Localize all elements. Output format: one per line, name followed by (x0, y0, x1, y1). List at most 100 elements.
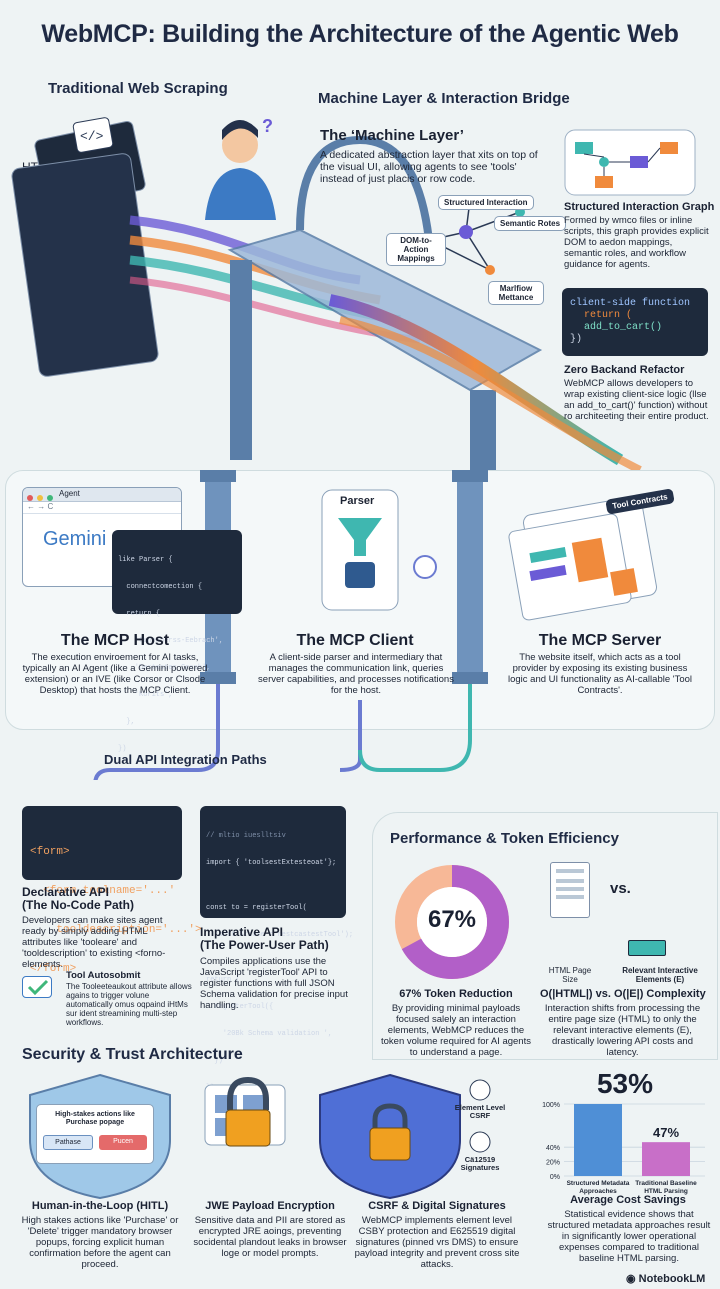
bridge-heading: Machine Layer & Interaction Bridge (318, 90, 570, 107)
cost-bar-chart: 100%40%20%0%47%Structured MetadataApproa… (542, 1102, 705, 1195)
code-line: connectcomection { (118, 583, 203, 591)
performance-panel (372, 812, 718, 1060)
server-text: The website itself, which acts as a tool… (508, 652, 692, 696)
client-title: The MCP Client (296, 632, 414, 649)
code-line: }) (118, 745, 127, 753)
security-illustration (29, 1073, 491, 1200)
declarative-text: Developers can make sites agent ready by… (22, 915, 166, 970)
y-tick-label: 0% (550, 1174, 560, 1181)
gemini-brand: Gemini (43, 528, 107, 550)
declarative-title: Declarative API (The No-Code Path) (22, 886, 134, 912)
complexity-title: O(|HTML|) vs. O(|E|) Complexity (540, 988, 706, 1000)
savings-text: Statistical evidence shows that structur… (547, 1209, 711, 1264)
code-line: <form toolname='...' (30, 885, 176, 897)
code-line: 'Korits', (118, 691, 173, 699)
x-category-label: HTML Parsing (644, 1188, 688, 1195)
host-code-block: like Parser { connectcomection { return … (112, 530, 242, 753)
popup-confirm-button[interactable]: Pathase (43, 1135, 93, 1150)
donut-label: 67% (427, 906, 477, 933)
declarative-code-block: <form> <form toolname='...' tooldescript… (22, 806, 202, 975)
html-size-label: HTML Page Size (548, 966, 592, 984)
y-tick-label: 100% (542, 1102, 560, 1109)
svg-text:?: ? (262, 116, 273, 136)
hitl-title: Human-in-the-Loop (HITL) (31, 1200, 169, 1212)
html-document-icon (550, 862, 590, 918)
token-donut-chart (395, 865, 509, 979)
elements-label: Relevant Interactive Elements (E) (622, 966, 698, 984)
code-line: // mltio iueslltsiv (206, 832, 286, 840)
graph-node-dom-action: DOM-to-Action Mappings (386, 233, 446, 266)
page-title: WebMCP: Building the Architecture of the… (41, 20, 679, 48)
hitl-popup-text: High-stakes actions like Purchase popage (55, 1111, 135, 1126)
code-line: 'Genenmerss-Eebrach', (118, 637, 224, 645)
donut-arc (395, 865, 509, 979)
token-title: 67% Token Reduction (399, 988, 513, 1000)
performance-heading: Performance & Token Efficiency (390, 830, 619, 847)
savings-title: Average Cost Savings (570, 1194, 686, 1206)
jwe-title: JWE Payload Encryption (205, 1200, 335, 1212)
code-line: <form> (30, 846, 70, 858)
jwe-text: Sensitive data and PII are stored as enc… (193, 1215, 347, 1259)
graph-node-structured: Structured Interaction (438, 195, 534, 210)
refactor-text: WebMCP allows developers to wrap existin… (564, 378, 709, 422)
declarative-title-line: Declarative API (22, 885, 109, 899)
y-tick-label: 20% (546, 1160, 560, 1167)
graph-node-semantic: Semantic Rotes (494, 216, 567, 231)
notebooklm-brand: ◉ NotebookLM (626, 1272, 705, 1285)
bar (642, 1142, 690, 1176)
y-tick-label: 40% (546, 1145, 560, 1152)
code-line: '20Bk Schema validation ', (206, 1030, 333, 1038)
code-line: tooldescription='...'> (30, 924, 202, 936)
popup-cancel-button[interactable]: Pucen (99, 1135, 147, 1150)
interaction-graph-text: Formed by wmco files or inline scripts, … (564, 215, 709, 270)
imperative-title: Imperative API (The Power-User Path) (200, 926, 329, 952)
code-line: like Parser { (118, 556, 173, 564)
host-text: The execution enviroement for AI tasks, … (22, 652, 208, 696)
security-heading: Security & Trust Architecture (22, 1046, 243, 1063)
declarative-title-line: (The No-Code Path) (22, 898, 134, 912)
imperative-title-line: Imperative API (200, 925, 283, 939)
bar (574, 1104, 622, 1176)
complexity-text: Interaction shifts from processing the e… (544, 1003, 701, 1058)
dual-heading: Dual API Integration Paths (104, 752, 267, 767)
refactor-code-block: client-side function return ( add_to_car… (562, 288, 708, 356)
refactor-title: Zero Backand Refactor (564, 364, 685, 376)
csrf-title: CSRF & Digital Signatures (368, 1200, 506, 1212)
csrf-label-bottom: Cä12519 Signatures (460, 1155, 500, 1172)
code-line: }, (118, 718, 135, 726)
browser-tab[interactable]: Agent (59, 489, 80, 498)
x-category-label: Approaches (579, 1188, 617, 1195)
autosubmit-text: The Tooleeteaukout attribute allows agai… (66, 982, 192, 1027)
graph-node-workflow: Marlfiow Mettance (488, 281, 544, 305)
autosubmit-title: Tool Autosobmit (66, 970, 141, 981)
hitl-text: High stakes actions like 'Purchase' or '… (21, 1215, 179, 1270)
cost-big-label: 53% (596, 1068, 654, 1099)
scraping-heading: Traditional Web Scraping (48, 80, 228, 97)
host-title: The MCP Host (60, 632, 170, 649)
bar-value-label: 47% (653, 1125, 679, 1140)
code-line: add_to_cart() (584, 322, 663, 333)
interaction-graph-title: Structured Interaction Graph (564, 201, 715, 213)
code-line: return ( (584, 310, 633, 321)
code-line: import { 'toolsestExtesteoat'}; (206, 859, 337, 867)
code-line: }) (206, 1057, 223, 1065)
client-text: A client-side parser and intermediary th… (258, 652, 454, 696)
machine-layer-text: A dedicated abstraction layer that xits … (320, 149, 538, 185)
code-line: 'Destester Graph', (118, 664, 211, 672)
vs-label: vs. (610, 880, 631, 897)
elements-icon (628, 940, 666, 956)
code-line: client-side function (570, 298, 691, 309)
token-text: By providing minimal payloads focused sa… (381, 1003, 531, 1058)
csrf-label-top: Element Level CSRF (454, 1103, 506, 1120)
svg-text:</>: </> (80, 129, 104, 144)
hitl-popup: High-stakes actions like Purchase popage… (36, 1104, 154, 1164)
csrf-text: WebMCP implements element level CSBY pro… (354, 1215, 520, 1270)
notebooklm-icon: ◉ (626, 1273, 639, 1285)
machine-layer-title: The ‘Machine Layer’ (320, 127, 464, 144)
code-line: return { (118, 610, 161, 618)
bridge-illustration: </> ? (11, 116, 696, 470)
code-line: registerTool({ (206, 1003, 274, 1011)
pillars-illustration (93, 470, 658, 780)
imperative-title-line: (The Power-User Path) (200, 938, 329, 952)
code-line: const Scheme = restcastestTool'); (206, 931, 354, 939)
